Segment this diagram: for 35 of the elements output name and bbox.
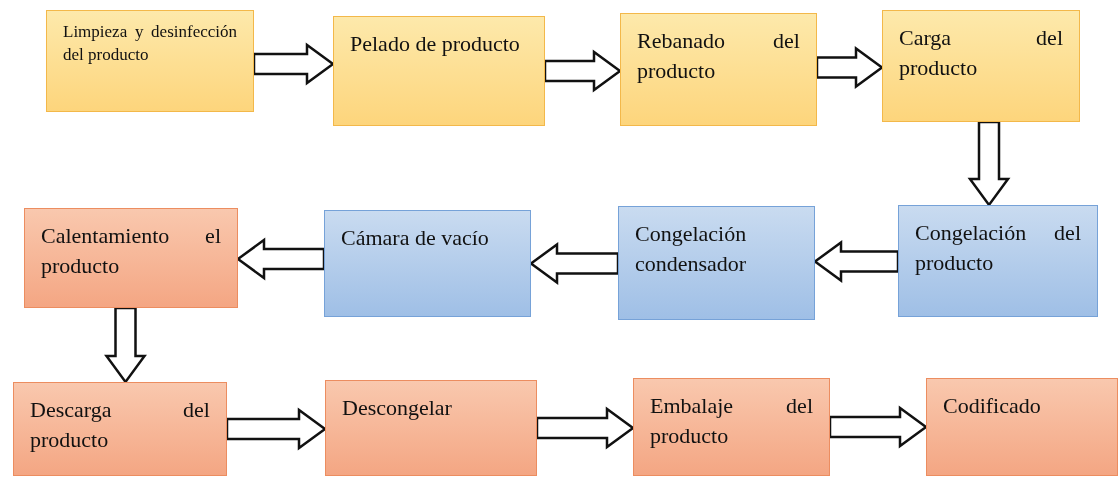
step-label: Congelación del producto [915, 219, 1081, 277]
step-label: Calentamiento el producto [41, 222, 221, 280]
process-box [13, 382, 227, 476]
block-arrow [967, 120, 1011, 208]
process-box [898, 205, 1098, 317]
step-label: Descongelar [342, 394, 453, 422]
block-arrow [828, 405, 929, 449]
process-box [618, 206, 815, 320]
step-label: Descarga del producto [30, 396, 210, 454]
process-box [46, 10, 254, 112]
block-arrow [235, 237, 326, 281]
step-label: Embalaje del producto [650, 392, 813, 450]
process-box [333, 16, 545, 126]
process-box [926, 378, 1118, 476]
block-arrow [812, 240, 900, 283]
step-label: Carga del producto [899, 24, 1063, 82]
block-arrow [225, 407, 328, 451]
step-label: Codificado [943, 392, 1042, 420]
process-box [633, 378, 830, 476]
block-arrow [543, 49, 623, 93]
process-box [24, 208, 238, 308]
step-label: Congelación condensador [635, 220, 748, 278]
process-box [620, 13, 817, 126]
process-box [324, 210, 531, 317]
process-box [882, 10, 1080, 122]
step-label: Cámara de vacío [341, 224, 490, 252]
block-arrow [104, 306, 147, 385]
block-arrow [252, 42, 336, 86]
step-label: Limpieza y desinfección del producto [63, 21, 237, 66]
step-label: Rebanado del producto [637, 27, 800, 85]
block-arrow [528, 242, 620, 285]
process-box [325, 380, 537, 476]
block-arrow [815, 46, 885, 89]
block-arrow [535, 406, 636, 450]
step-label: Pelado de producto [350, 30, 521, 58]
